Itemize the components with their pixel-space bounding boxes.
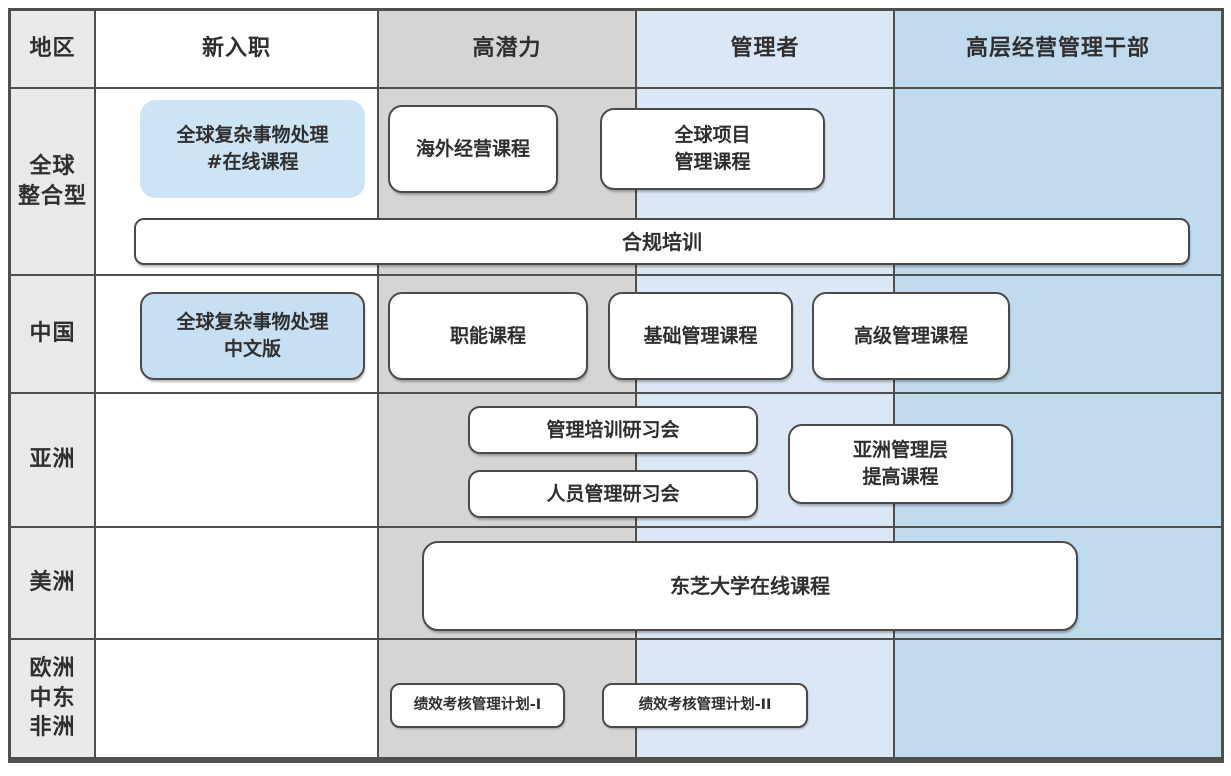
header-label-high-potential: 高潜力 [472,36,542,62]
course-box-toshiba-university-online: 东芝大学在线课程 [422,541,1078,631]
header-cell-manager: 管理者 [637,11,895,89]
header-label-new-hire: 新入职 [201,36,271,62]
course-box-management-training-workshop: 管理培训研习会 [468,406,758,454]
course-box-performance-review-plan-2: 绩效考核管理计划-II [602,683,808,728]
row-label-americas: 美洲 [11,528,96,640]
matrix-cell [96,528,379,640]
course-box-people-management-workshop: 人员管理研习会 [468,470,758,518]
course-box-basic-management: 基础管理课程 [608,292,793,380]
header-label-senior-exec: 高层经营管理干部 [965,36,1150,62]
row-label-asia: 亚洲 [11,394,96,528]
course-box-overseas-management: 海外经营课程 [388,105,558,193]
course-box-asia-management-advancement: 亚洲管理层 提高课程 [788,424,1013,504]
row-label-emea: 欧洲 中东 非洲 [11,640,96,757]
header-label-region: 地区 [29,36,76,62]
row-label-global-integrated: 全球 整合型 [11,89,96,276]
header-cell-new-hire: 新入职 [96,11,379,89]
course-box-global-complexity-chinese: 全球复杂事物处理 中文版 [140,292,365,380]
course-box-performance-review-plan-1: 绩效考核管理计划-I [390,683,565,728]
course-box-advanced-management: 高级管理课程 [812,292,1010,380]
matrix-cell [895,640,1221,757]
header-cell-senior-exec: 高层经营管理干部 [895,11,1221,89]
header-cell-region: 地区 [11,11,96,89]
course-box-global-project-management: 全球项目 管理课程 [600,108,825,190]
course-box-compliance-training: 合规培训 [134,218,1190,265]
course-box-global-complexity-online: 全球复杂事物处理 #在线课程 [140,100,365,198]
matrix-cell [96,640,379,757]
header-label-manager: 管理者 [730,36,800,62]
row-label-china: 中国 [11,276,96,394]
header-cell-high-potential: 高潜力 [379,11,637,89]
course-box-functional: 职能课程 [388,292,588,380]
matrix-cell [96,394,379,528]
